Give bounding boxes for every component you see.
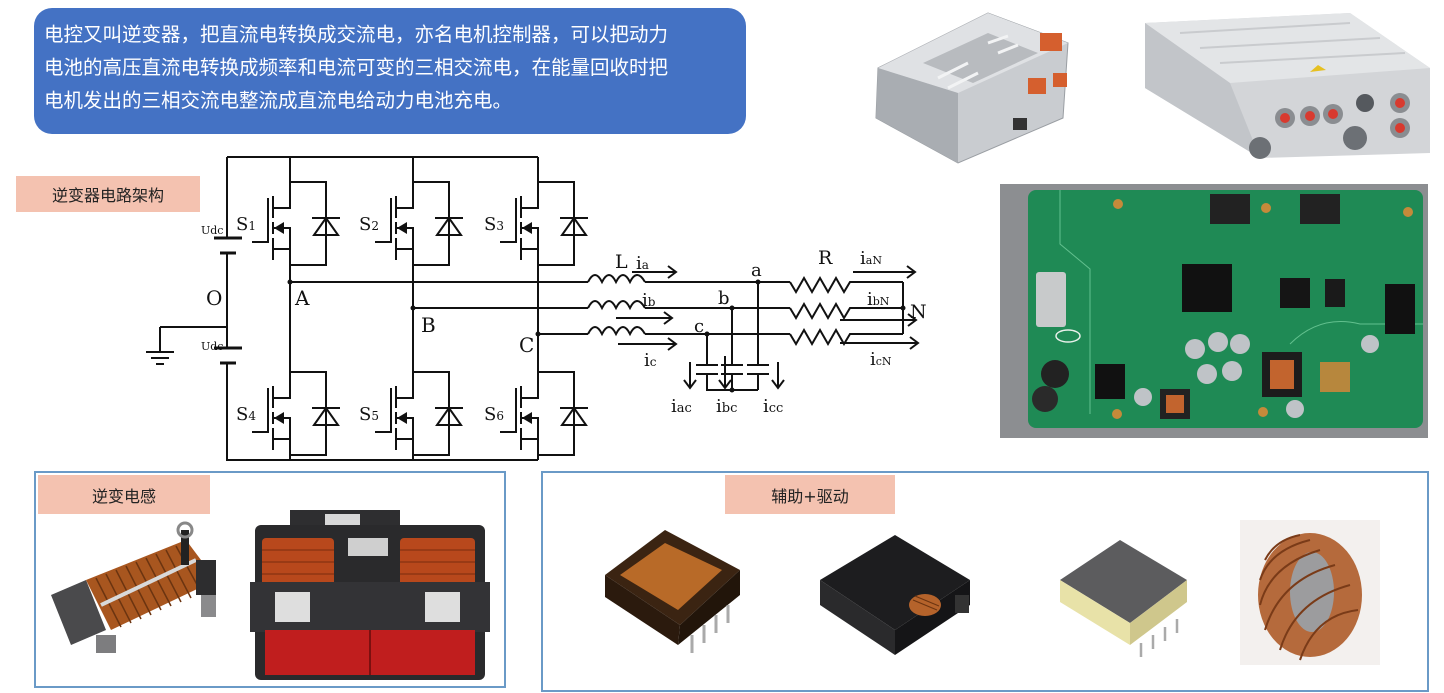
ground-symbol [146,326,227,365]
controller-photo-1 [868,8,1083,168]
switch-cell-s4: S4 [236,371,340,456]
aux-smd-transformer-photo [1055,535,1195,660]
current-ian: iaN [860,248,882,269]
switch-label-s1: S1 [236,214,256,235]
aux-toroid-photo [1240,520,1380,665]
switch-cell-s5: S5 [359,371,463,456]
current-iac: iac [671,396,692,417]
inductor-panel-title: 逆变电感 [91,486,156,506]
current-ibn: ibN [867,289,890,310]
controller-photo-2 [1120,8,1440,168]
aux-transformer-photo [600,525,745,660]
switch-cell-s2: S2 [359,181,463,266]
mosfet-arrow-icon [274,222,284,234]
switch-cell-s6: S6 [484,371,588,456]
switch-cell-s1: S1 [236,181,340,266]
dc-bus-wires [226,156,538,461]
current-ib: ib [642,290,656,311]
phase-node-a: a [751,260,762,281]
inductor-b [587,300,646,311]
resistor-b [789,301,903,321]
inductor-photo-2 [250,510,490,680]
node-c-label: C [519,333,534,357]
resistor-a [789,275,903,295]
mosfet-arrow-icon [522,222,532,234]
neutral-o-label: O [206,286,222,310]
battery-lower [214,346,242,365]
resistor-label: R [818,247,833,269]
switch-label-s6: S6 [484,404,504,425]
phase-node-b: b [718,288,730,309]
neutral-n-label: N [910,301,927,323]
node-a-dot [287,279,293,285]
diode-icon [435,216,463,236]
current-ia: ia [636,253,649,274]
switch-label-s4: S4 [236,404,256,425]
mosfet-arrow-icon [397,412,407,424]
switch-label-s2: S2 [359,214,379,235]
node-c-dot [535,331,541,337]
aux-drive-panel-title: 辅助+驱动 [771,486,849,506]
diode-icon [435,406,463,426]
resistor-c [789,327,903,347]
inductor-panel-tag: 逆变电感 [38,475,210,514]
aux-drive-panel-tag: 辅助+驱动 [725,475,895,514]
diode-icon [312,406,340,426]
intro-callout: 电控又叫逆变器，把直流电转换成交流电，亦名电机控制器，可以把动力 电池的高压直流… [34,8,746,134]
capacitors [696,282,769,391]
circuit-title: 逆变器电路架构 [51,186,164,205]
udc-label-lower: Udc [201,340,223,353]
switch-cell-s3: S3 [484,181,588,266]
phase-node-c: c [694,316,704,337]
diode-icon [312,216,340,236]
inductor-photo-1 [46,520,226,670]
mosfet-arrow-icon [274,412,284,424]
circuit-title-tag: 逆变器电路架构 [16,176,200,212]
mosfet-arrow-icon [397,222,407,234]
switch-label-s5: S5 [359,404,379,425]
intro-line-2: 电池的高压直流电转换成频率和电流可变的三相交流电，在能量回收时把 [44,56,669,79]
inductors [587,274,646,337]
node-b-label: B [421,313,436,337]
current-arrows [616,265,920,390]
battery-upper [214,236,242,255]
node-a-label: A [294,286,310,310]
aux-common-mode-inductor-photo [815,530,980,660]
current-icn: icN [870,349,892,370]
pcb-photo [1000,184,1428,438]
resistors [789,275,904,347]
current-labels: ia ib ic iaN ibN icN iac ibc icc [636,248,892,417]
current-ic: ic [644,350,657,371]
diode-icon [560,216,588,236]
diode-icon [560,406,588,426]
mosfet-arrow-icon [522,412,532,424]
current-ibc: ibc [716,396,737,417]
intro-line-1: 电控又叫逆变器，把直流电转换成交流电，亦名电机控制器，可以把动力 [44,23,669,46]
node-b-dot [410,305,416,311]
intro-line-3: 电机发出的三相交流电整流成直流电给动力电池充电。 [44,89,513,112]
current-icc: icc [763,396,783,417]
inductor-label: L [615,251,628,273]
inductor-c [587,326,646,337]
switch-label-s3: S3 [484,214,504,235]
inductor-a [587,274,646,285]
udc-label-upper: Udc [201,224,223,237]
